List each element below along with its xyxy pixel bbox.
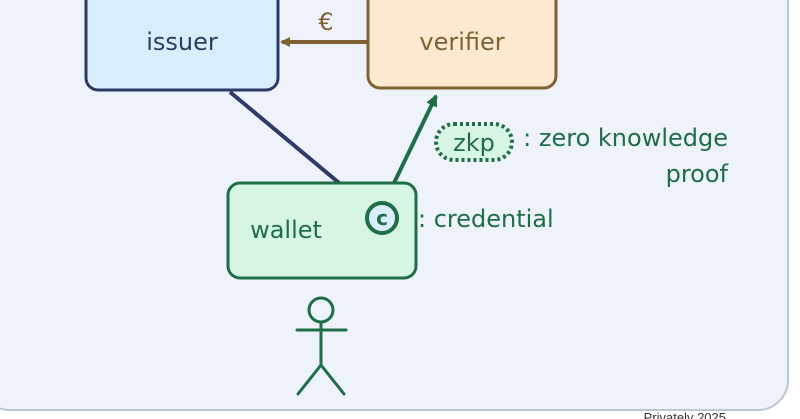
verifier-label: verifier	[419, 28, 504, 56]
verifier-node: verifier	[366, 0, 558, 90]
footer-credit: Privately 2025	[644, 410, 726, 419]
zkp-annotation-line1: : zero knowledge	[523, 124, 728, 152]
user-icon	[295, 296, 348, 396]
credential-symbol: c	[376, 206, 388, 230]
issuer-label: issuer	[146, 28, 218, 56]
issuer-node: issuer	[84, 0, 280, 92]
credential-annotation: : credential	[418, 205, 554, 233]
zkp-annotation-line2: proof	[666, 160, 729, 188]
zkp-badge: zkp	[434, 122, 514, 162]
payment-label: €	[318, 8, 333, 36]
wallet-label: wallet	[250, 216, 322, 244]
proof-arrow	[392, 94, 438, 184]
wallet-node: wallet	[226, 181, 418, 280]
credential-badge: c	[365, 201, 399, 235]
zkp-label: zkp	[453, 129, 495, 157]
